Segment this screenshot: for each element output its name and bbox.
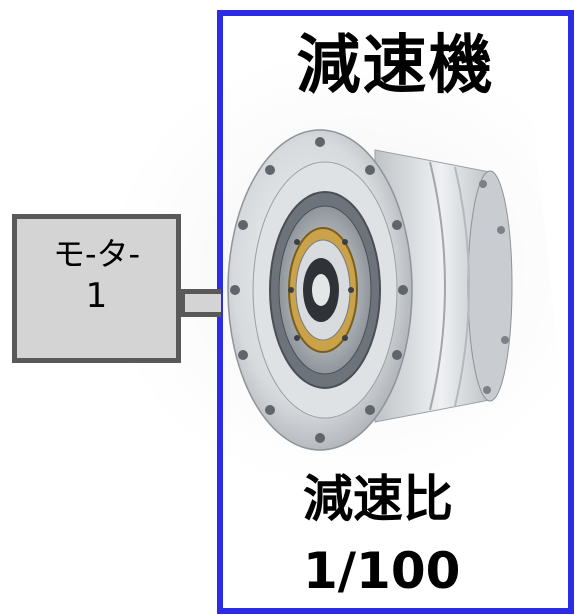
motor-block: モ-タ- 1: [12, 214, 181, 363]
speed-reducer-frame: 減速機 減速比 1/100: [217, 10, 574, 614]
reduction-ratio-label: 減速比: [303, 470, 453, 528]
motor-number: 1: [85, 276, 108, 316]
speed-reducer-image: [227, 129, 513, 451]
motor-shaft: [180, 289, 221, 317]
reduction-ratio-value: 1/100: [303, 542, 461, 600]
motor-label: モ-タ-: [52, 235, 141, 273]
speed-reducer-title: 減速機: [296, 29, 495, 103]
